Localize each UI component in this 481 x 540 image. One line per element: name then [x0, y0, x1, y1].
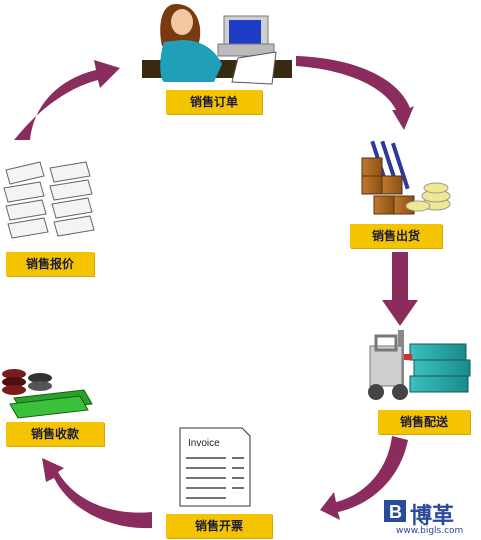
- invoice-document-icon: Invoice: [179, 427, 251, 507]
- arrow-quotation-to-order: [14, 60, 120, 140]
- logo-mark-text: B: [389, 502, 402, 522]
- bigls-logo-mark: B: [384, 500, 406, 522]
- step-label-shipment: 销售出货: [350, 224, 442, 248]
- cycle-arrows: [14, 56, 418, 529]
- arrow-invoicing-to-collection: [42, 458, 152, 529]
- step-label-order: 销售订单: [166, 90, 262, 114]
- arrow-delivery-to-invoicing: [320, 436, 408, 520]
- arrow-shipment-to-delivery: [382, 252, 418, 326]
- cash-coins-icon: [2, 369, 93, 419]
- forklift-icon: [368, 330, 471, 400]
- envelopes-icon: [3, 161, 95, 239]
- step-label-quotation: 销售报价: [6, 252, 94, 276]
- step-label-delivery: 销售配送: [378, 410, 470, 434]
- step-label-collection: 销售收款: [6, 422, 104, 446]
- logo-name: 博革: [410, 504, 455, 529]
- order-clerk-icon: [142, 4, 292, 85]
- invoice-doc-title: Invoice: [188, 438, 220, 449]
- shipment-goods-icon: [361, 140, 451, 215]
- step-label-invoicing: 销售开票: [166, 514, 272, 538]
- logo-url: www.bigls.com: [396, 526, 464, 536]
- arrow-order-to-shipment: [296, 56, 414, 130]
